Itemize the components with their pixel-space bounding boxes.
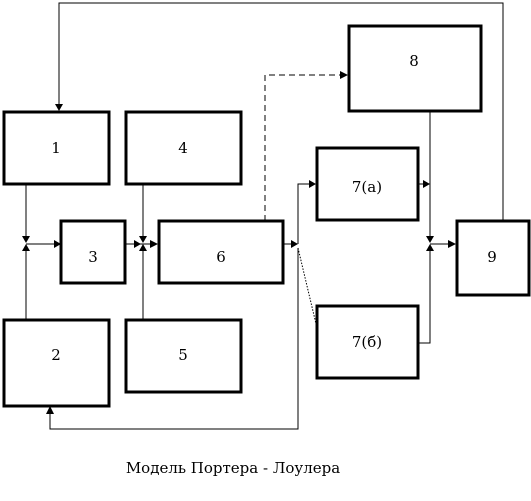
box-7a: 7(а) — [315, 146, 420, 222]
arrowhead — [448, 240, 456, 248]
box-3: 3 — [59, 219, 127, 285]
box-6: 6 — [157, 219, 285, 285]
arrowhead — [340, 71, 348, 79]
box-4-label: 4 — [178, 139, 188, 157]
connectors — [22, 2, 504, 430]
box-7b: 7(б) — [315, 304, 420, 380]
arrowhead — [150, 240, 158, 248]
arrowhead — [426, 244, 434, 251]
box-3-label: 3 — [88, 248, 98, 266]
arrowhead — [139, 236, 147, 243]
arrowhead — [55, 104, 63, 111]
box-1-label: 1 — [51, 139, 61, 157]
arrowhead — [134, 240, 141, 248]
box-2: 2 — [2, 318, 111, 408]
arrowhead — [309, 180, 316, 188]
arrowhead — [54, 240, 61, 248]
box-5-label: 5 — [178, 346, 188, 364]
box-4: 4 — [124, 110, 243, 186]
arrowhead — [423, 180, 430, 188]
connector-6-to-8-dashed — [264, 74, 340, 221]
arrowhead — [22, 244, 30, 251]
diagram-caption: Модель Портера - Лоулера — [126, 459, 340, 477]
box-9: 9 — [455, 219, 531, 297]
box-7a-label: 7(а) — [352, 178, 382, 196]
arrowhead — [22, 236, 30, 243]
connector-to-7a — [297, 183, 309, 244]
arrowhead — [139, 244, 147, 251]
connector-feedback-to-2 — [49, 248, 299, 430]
connector-7b-to-junction — [418, 251, 431, 344]
box-1: 1 — [2, 110, 111, 186]
box-5: 5 — [124, 318, 243, 394]
box-8-label: 8 — [409, 52, 419, 70]
box-6-label: 6 — [216, 248, 226, 266]
box-9-label: 9 — [487, 248, 497, 266]
arrowhead — [291, 240, 298, 248]
box-2-label: 2 — [51, 346, 61, 364]
arrowhead — [46, 406, 54, 414]
connector-9-feedback-to-1 — [58, 2, 504, 221]
box-7b-label: 7(б) — [352, 333, 382, 351]
connector-to-7b-dotted — [297, 247, 318, 329]
arrowhead — [426, 236, 434, 243]
box-8: 8 — [347, 24, 483, 113]
